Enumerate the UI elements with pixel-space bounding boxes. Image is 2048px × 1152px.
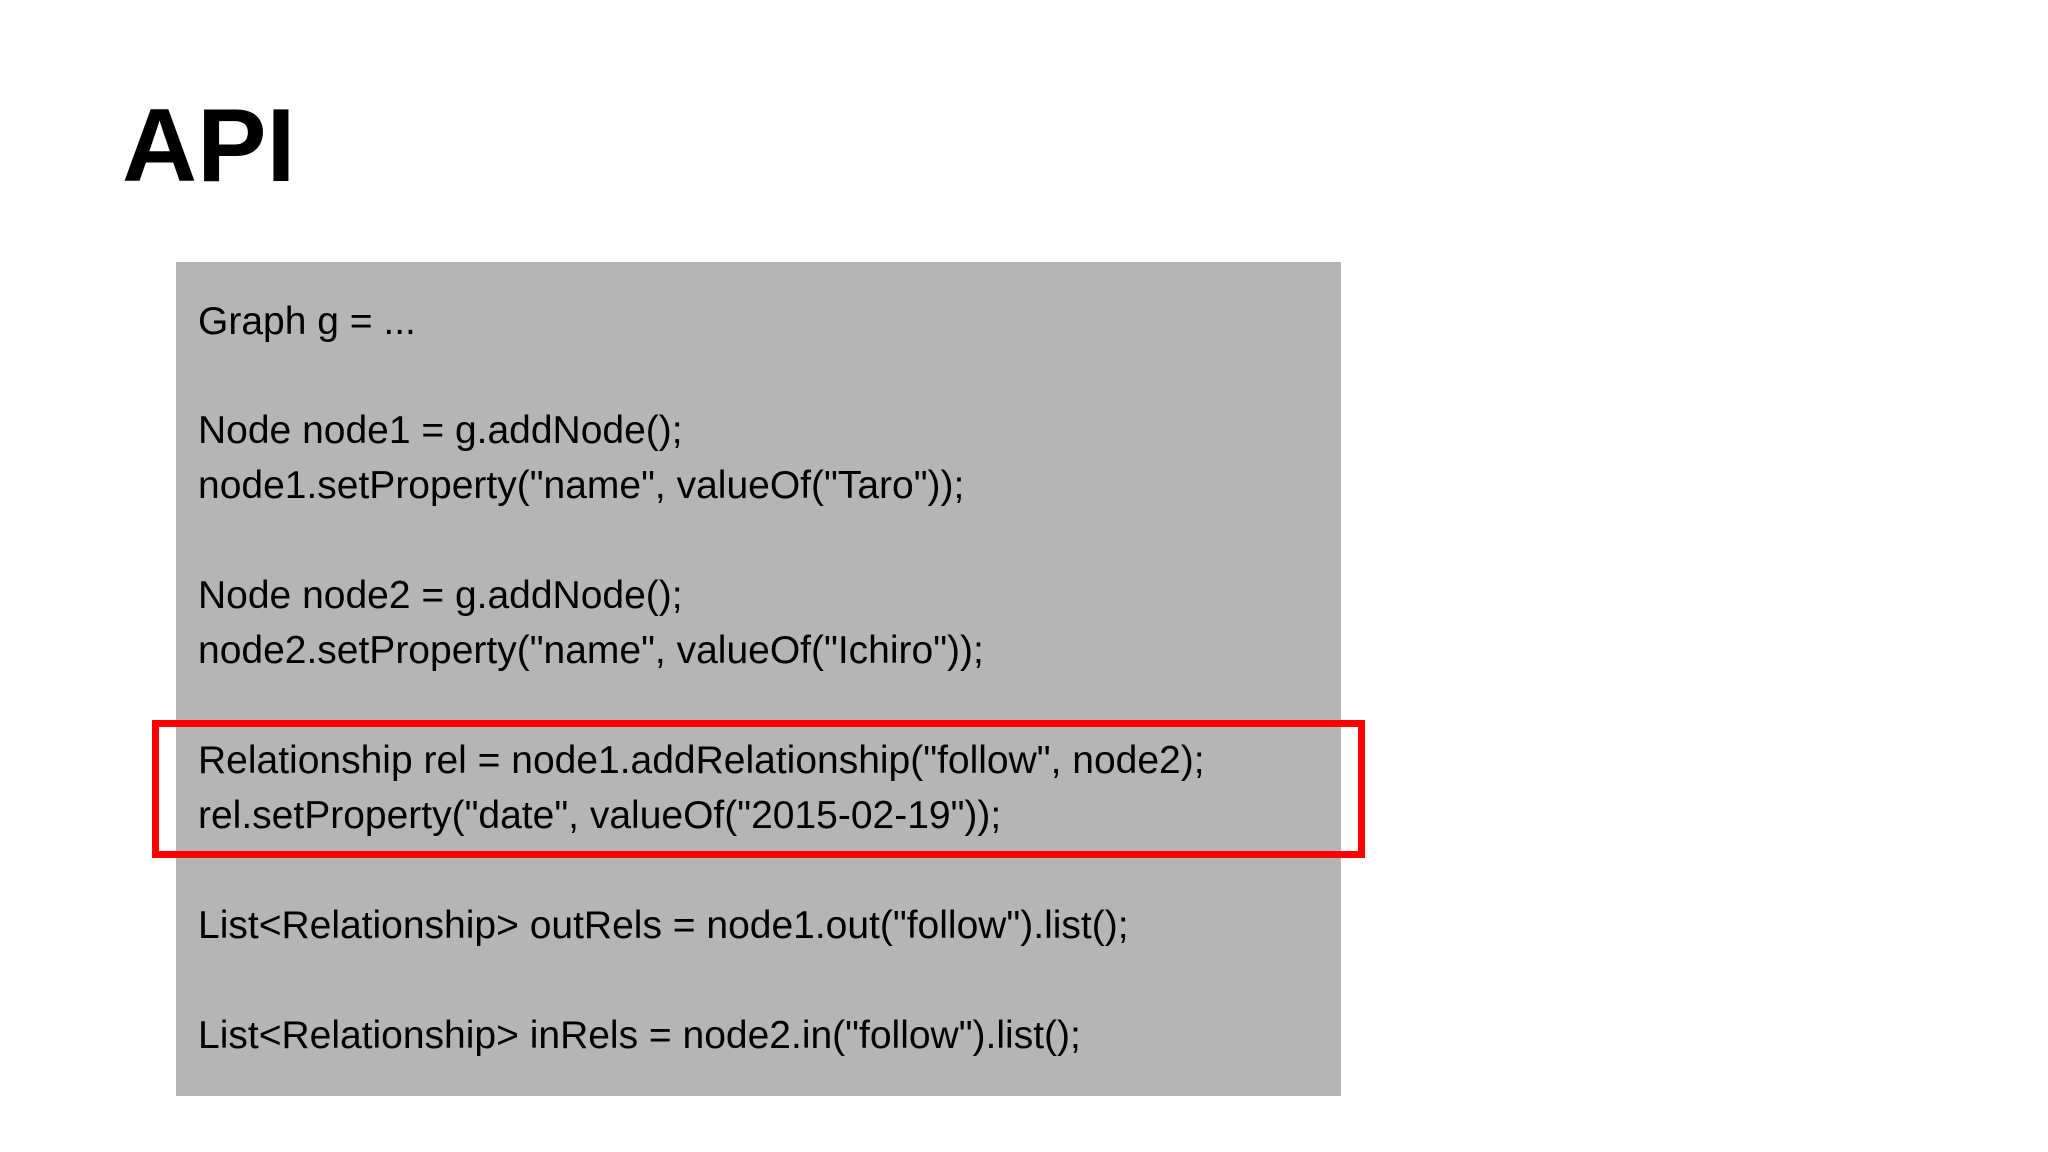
code-line-node1-declaration: Node node1 = g.addNode(); xyxy=(198,409,683,452)
code-line-node1-property: node1.setProperty("name", valueOf("Taro"… xyxy=(198,464,965,507)
code-block xyxy=(176,262,1341,1096)
code-line-graph-declaration: Graph g = ... xyxy=(198,300,416,343)
slide-title: API xyxy=(122,88,296,204)
code-line-out-relationships: List<Relationship> outRels = node1.out("… xyxy=(198,904,1129,947)
code-line-relationship-property: rel.setProperty("date", valueOf("2015-02… xyxy=(198,794,1002,837)
code-line-relationship-declaration: Relationship rel = node1.addRelationship… xyxy=(198,739,1205,782)
code-line-in-relationships: List<Relationship> inRels = node2.in("fo… xyxy=(198,1014,1081,1057)
code-line-node2-property: node2.setProperty("name", valueOf("Ichir… xyxy=(198,629,984,672)
relationship-highlight-box xyxy=(152,720,1365,858)
code-line-node2-declaration: Node node2 = g.addNode(); xyxy=(198,574,683,617)
